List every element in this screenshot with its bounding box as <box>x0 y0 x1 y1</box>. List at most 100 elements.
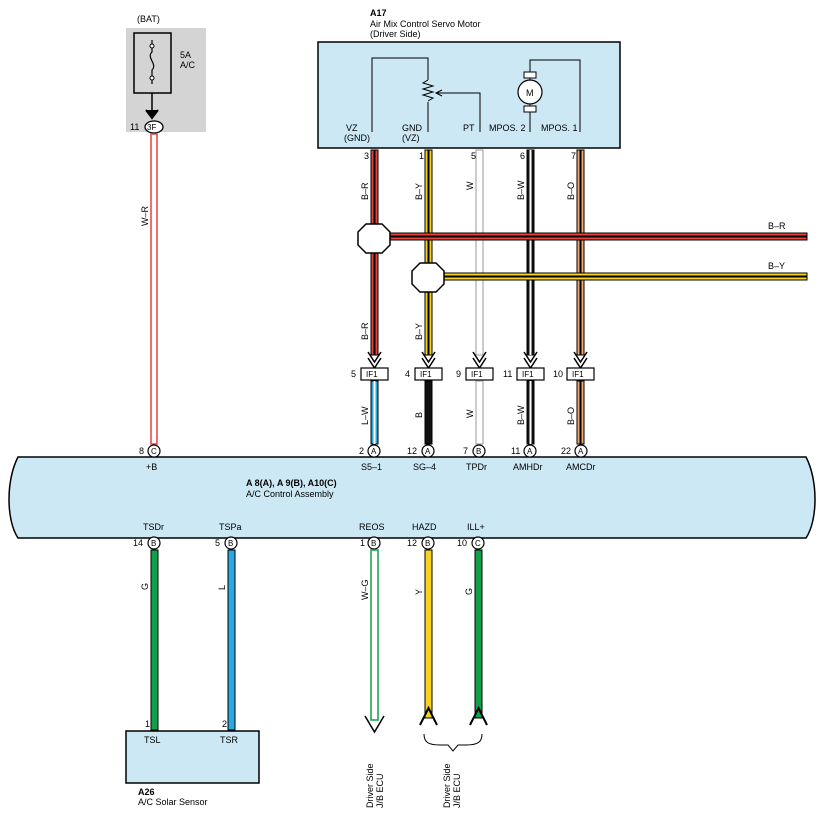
svg-text:C: C <box>151 447 157 456</box>
arrow-down-icon <box>364 715 385 734</box>
wire-label-bo-upper: B–O <box>566 182 576 200</box>
svg-text:5: 5 <box>215 538 220 548</box>
destinations: Driver Side J/B ECU Driver Side J/B ECU <box>365 733 483 808</box>
wire-label-by-upper: B–Y <box>414 183 424 200</box>
svg-text:A: A <box>527 447 533 456</box>
svg-text:TSR: TSR <box>220 735 239 745</box>
svg-text:SG–4: SG–4 <box>413 462 436 472</box>
ecu-bottom-terminal: ILL+ 10 C <box>457 522 485 550</box>
svg-text:9: 9 <box>456 369 461 379</box>
servo-term-5-name: MPOS. 1 <box>541 123 578 133</box>
servo-term-2-sub: (VZ) <box>402 133 420 143</box>
fuse-icon <box>149 40 155 84</box>
svg-text:IF1: IF1 <box>522 370 534 379</box>
servo-pin-3: 3 <box>364 151 369 161</box>
svg-text:G: G <box>140 583 150 590</box>
lower-wires: L–W B W B–W B–O <box>360 380 585 445</box>
wire-label-bw-upper: B–W <box>516 180 526 200</box>
svg-text:B: B <box>476 447 481 456</box>
svg-text:G: G <box>464 588 474 595</box>
ecu-top-terminal: 8 C +B <box>139 444 161 472</box>
svg-text:5: 5 <box>351 369 356 379</box>
svg-text:HAZD: HAZD <box>412 522 437 532</box>
svg-text:C: C <box>475 539 481 548</box>
arrow-down-icon <box>145 109 159 120</box>
sensor-code: A26 <box>138 787 155 797</box>
group-dest-2: J/B ECU <box>452 773 462 808</box>
bat-wire-label: W–R <box>140 206 150 227</box>
motor-icon <box>517 79 543 105</box>
servo-name: Air Mix Control Servo Motor <box>370 19 481 29</box>
svg-text:22: 22 <box>561 446 571 456</box>
svg-text:TSL: TSL <box>144 735 161 745</box>
svg-text:7: 7 <box>463 446 468 456</box>
splice-1 <box>357 223 391 254</box>
if1-connector: IF1 11 <box>503 351 545 381</box>
battery-section: (BAT) 5A A/C 11 3F <box>126 14 206 134</box>
svg-text:W: W <box>465 409 475 418</box>
ecu-top-terminal: 2 A S5–1 <box>359 444 382 472</box>
svg-text:IF1: IF1 <box>366 370 378 379</box>
group-dest-1: Driver Side <box>442 763 452 808</box>
wire-label-br-upper: B–R <box>360 182 370 200</box>
branch-2-label: B–Y <box>768 261 785 271</box>
svg-text:REOS: REOS <box>359 522 385 532</box>
svg-text:W–G: W–G <box>360 579 370 600</box>
svg-text:12: 12 <box>407 446 417 456</box>
ecu-bottom-terminal: TSPa 5 B <box>215 522 242 550</box>
svg-text:TSDr: TSDr <box>143 522 164 532</box>
ecu-top-terminal: 7 B TPDr <box>463 444 487 472</box>
svg-text:+B: +B <box>146 462 157 472</box>
svg-text:B: B <box>151 539 156 548</box>
fuse-rating: 5A <box>180 50 191 60</box>
motor-symbol: M <box>526 88 534 98</box>
svg-text:12: 12 <box>407 538 417 548</box>
svg-text:11: 11 <box>503 369 512 379</box>
svg-text:AMCDr: AMCDr <box>566 462 596 472</box>
reos-dest-1: Driver Side <box>365 763 375 808</box>
svg-text:TSPa: TSPa <box>219 522 242 532</box>
wire-label-w-upper: W <box>465 181 475 190</box>
battery-pin: 11 <box>130 122 139 132</box>
if1-connector: IF1 9 <box>456 351 494 381</box>
svg-text:A: A <box>371 447 377 456</box>
ecu-box <box>8 456 816 539</box>
potentiometer-icon <box>421 79 435 102</box>
solar-sensor: 1 2 TSL TSR A26 A/C Solar Sensor <box>125 719 260 807</box>
ecu-bottom-terminal: HAZD 12 B <box>407 522 437 550</box>
servo-term-3-name: PT <box>463 123 475 133</box>
bottom-wires: G L W–G Y G <box>140 549 488 734</box>
servo-pin-6: 6 <box>520 151 525 161</box>
svg-text:1: 1 <box>145 719 150 729</box>
wire-label-by-lower: B–Y <box>414 323 424 340</box>
servo-term-1-sub: (GND) <box>344 133 370 143</box>
arrow-up-icon <box>469 705 488 726</box>
servo-side: (Driver Side) <box>370 29 421 39</box>
ac-control-assembly: A 8(A), A 9(B), A10(C) A/C Control Assem… <box>8 444 816 550</box>
branch-wires: B–R B–Y <box>357 221 808 293</box>
servo-pin-7: 7 <box>571 151 576 161</box>
svg-text:8: 8 <box>139 446 144 456</box>
svg-text:2: 2 <box>222 719 227 729</box>
battery-background <box>126 28 206 132</box>
svg-text:B–O: B–O <box>566 407 576 425</box>
svg-text:4: 4 <box>405 369 410 379</box>
ecu-codes: A 8(A), A 9(B), A10(C) <box>246 478 337 488</box>
branch-1-label: B–R <box>768 221 786 231</box>
svg-text:B: B <box>414 412 424 418</box>
servo-code: A17 <box>370 8 387 18</box>
battery-connector-id: 3F <box>147 123 156 132</box>
svg-text:L: L <box>217 585 227 590</box>
svg-text:Y: Y <box>414 589 424 595</box>
svg-text:14: 14 <box>133 538 143 548</box>
if1-connector: IF1 4 <box>405 351 443 381</box>
servo-pin-5: 5 <box>471 151 476 161</box>
ecu-name: A/C Control Assembly <box>246 489 334 499</box>
ecu-bottom-terminal: TSDr 14 B <box>133 522 164 550</box>
svg-text:ILL+: ILL+ <box>467 522 485 532</box>
battery-connector <box>144 120 164 134</box>
servo-term-1-name: VZ <box>346 123 358 133</box>
servo-box <box>317 41 621 149</box>
bat-wire: W–R <box>140 133 158 445</box>
